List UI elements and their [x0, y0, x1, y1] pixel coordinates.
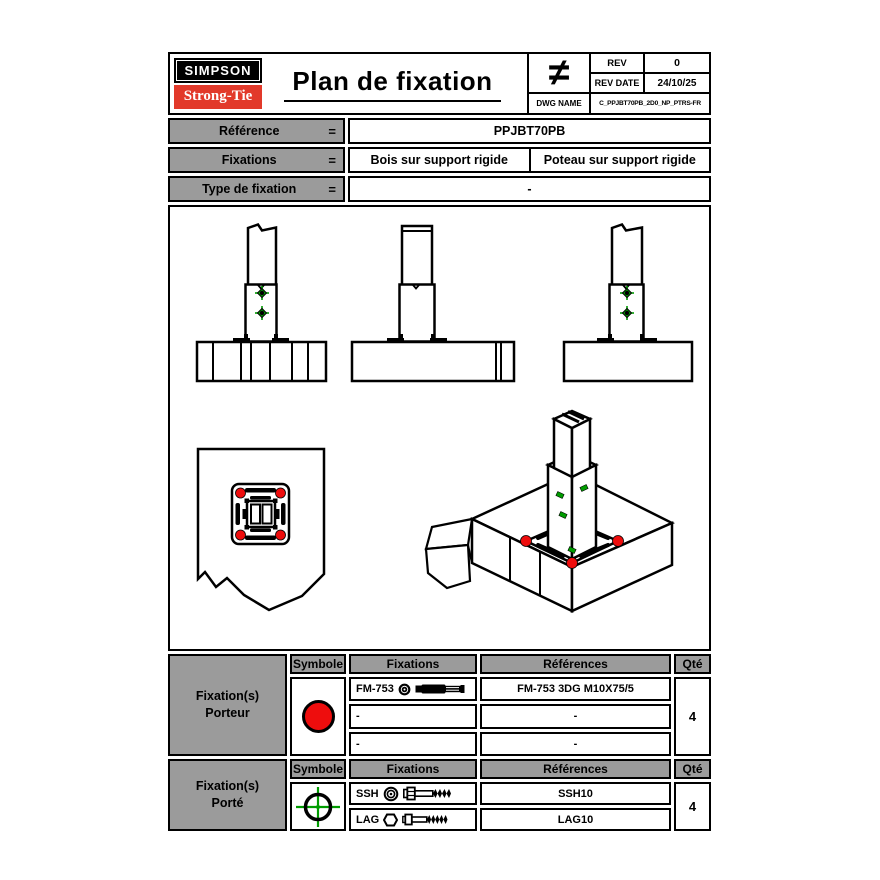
type-fixation-value: -: [527, 182, 532, 196]
header-references: Références: [480, 759, 671, 779]
wedge-anchor-icon: [415, 684, 465, 694]
reference-value: PPJBT70PB: [493, 124, 566, 138]
technical-drawing: [195, 222, 694, 613]
porteur-fixation-table: Fixation(s) Porteur Symbole Fixations FM…: [168, 654, 711, 756]
equals-sign: =: [328, 152, 336, 168]
structural-screw-icon: [402, 786, 455, 801]
porteur-reference-row: -: [480, 731, 671, 756]
header-qte: Qté: [674, 759, 711, 779]
fixations-value-right: Poteau sur support rigide: [528, 149, 710, 171]
red-anchor-dot-icon: [301, 700, 335, 733]
header-qte: Qté: [674, 654, 711, 674]
type-fixation-row: Type de fixation = -: [168, 176, 711, 202]
logo-simpson-box: SIMPSON: [174, 58, 262, 83]
title-block: SIMPSON Strong-Tie Plan de fixation ≠ RE…: [168, 52, 711, 115]
porteur-qty: 4: [674, 677, 711, 756]
porte-qty: 4: [674, 782, 711, 831]
reference-value-cell: PPJBT70PB: [348, 118, 711, 144]
type-fixation-value-cell: -: [348, 176, 711, 202]
fixations-label: Fixations: [221, 153, 277, 167]
type-fixation-label-cell: Type de fixation =: [168, 176, 345, 202]
sheet-title: Plan de fixation: [262, 66, 523, 102]
header-references: Références: [480, 654, 671, 674]
porte-reference-row: SSH10: [480, 782, 671, 805]
type-fixation-label: Type de fixation: [202, 182, 297, 196]
reference-label-cell: Référence =: [168, 118, 345, 144]
hex-nut-icon: [383, 813, 399, 826]
porteur-symbol-cell: [290, 677, 346, 756]
header-symbole: Symbole: [290, 759, 346, 779]
not-equal-symbol-icon: ≠: [529, 54, 591, 94]
fixations-value-cell: Bois sur support rigide Poteau sur suppo…: [348, 147, 711, 173]
header-fixations: Fixations: [349, 654, 477, 674]
logo-strongtie-text: Strong-Tie: [174, 85, 262, 109]
porteur-reference-row: FM-753 3DG M10X75/5: [480, 677, 671, 702]
red-anchor-marker: [235, 487, 286, 541]
equals-sign: =: [328, 181, 336, 197]
reference-row: Référence = PPJBT70PB: [168, 118, 711, 144]
rev-label: REV: [591, 54, 645, 74]
rev-value: 0: [645, 54, 709, 74]
revision-block: ≠ REV 0 REV DATE 24/10/25 DWG NAME C_PPJ…: [529, 54, 709, 113]
porte-fixation-table: Fixation(s) Porté Symbole Fixations: [168, 759, 711, 831]
porte-fixation-row: LAG: [349, 808, 477, 831]
green-fastener-marker: [555, 484, 589, 554]
fixations-row: Fixations = Bois sur support rigide Pote…: [168, 147, 711, 173]
dwg-name-value: C_PPJBT70PB_2D0_NP_PTRS-FR: [599, 100, 701, 107]
red-anchor-marker: [520, 535, 624, 569]
reference-label: Référence: [218, 124, 280, 138]
rev-date-value: 24/10/25: [645, 74, 709, 94]
porteur-fixation-row: -: [349, 704, 477, 729]
fixations-label-cell: Fixations =: [168, 147, 345, 173]
green-crosshair-icon: [296, 786, 340, 827]
porte-symbol-cell: [290, 782, 346, 831]
title-block-left: SIMPSON Strong-Tie Plan de fixation: [170, 54, 529, 113]
porteur-reference-row: -: [480, 704, 671, 729]
plan-detail-view: [196, 447, 326, 612]
porte-reference-row: LAG10: [480, 808, 671, 831]
dwg-name-label: DWG NAME: [529, 94, 591, 113]
porte-group-label: Fixation(s) Porté: [168, 759, 287, 831]
fixations-value-left: Bois sur support rigide: [370, 153, 508, 167]
porteur-fixation-row: FM-753: [349, 677, 477, 702]
header-symbole: Symbole: [290, 654, 346, 674]
porteur-group-label: Fixation(s) Porteur: [168, 654, 287, 756]
logo-simpson-text: SIMPSON: [176, 60, 260, 81]
equals-sign: =: [328, 123, 336, 139]
isometric-view: [424, 409, 675, 613]
elevation-view-1: [195, 222, 328, 383]
washer-icon: [383, 786, 398, 801]
rev-date-label: REV DATE: [591, 74, 645, 94]
simpson-strongtie-logo: SIMPSON Strong-Tie: [174, 58, 262, 109]
header-fixations: Fixations: [349, 759, 477, 779]
fixation-plan-sheet: SIMPSON Strong-Tie Plan de fixation ≠ RE…: [168, 52, 711, 831]
porteur-fixation-row: -: [349, 731, 477, 756]
washer-icon: [398, 683, 411, 696]
elevation-view-2: [350, 224, 516, 383]
elevation-view-3: [562, 222, 694, 383]
lag-screw-icon: [402, 813, 452, 826]
porte-fixation-row: SSH: [349, 782, 477, 805]
drawing-area: [168, 205, 711, 651]
